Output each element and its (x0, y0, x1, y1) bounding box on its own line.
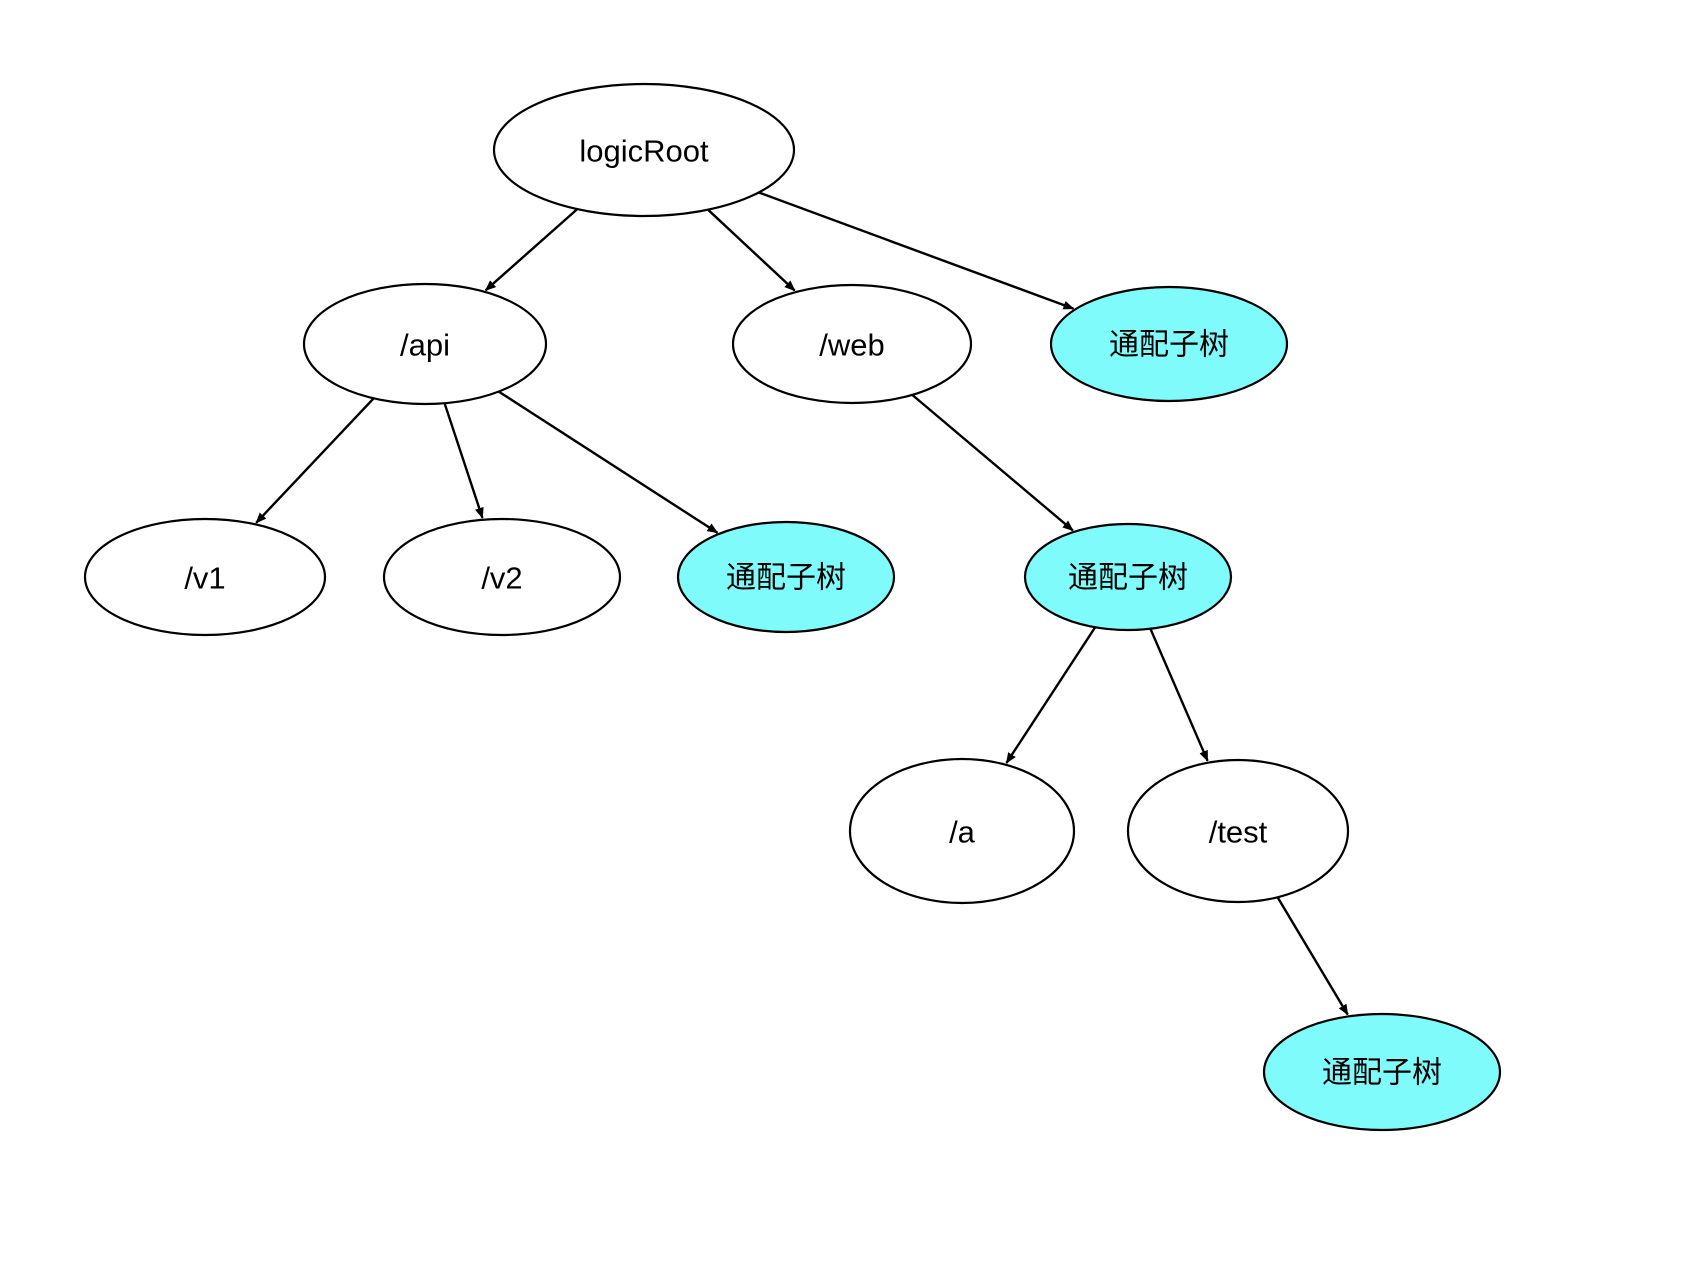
node-shape-v1[interactable] (83, 517, 327, 637)
edge-web_wild-to-a (1005, 626, 1097, 764)
node-label-v2: /v2 (481, 561, 522, 596)
edges-layer (255, 191, 1349, 1016)
edge-web_wild-to-test (1149, 628, 1209, 762)
node-a[interactable]: /a (848, 757, 1076, 905)
edge-root-to-root_wild (758, 191, 1075, 310)
node-web_wild[interactable]: 通配子树 (1023, 522, 1233, 632)
node-label-v1: /v1 (184, 561, 225, 596)
node-label-root_wild: 通配子树 (1109, 328, 1229, 363)
node-label-root: logicRoot (579, 134, 709, 169)
node-shape-api[interactable] (302, 282, 548, 406)
node-label-api_wild: 通配子树 (726, 561, 846, 596)
edge-api-to-api_wild (498, 390, 719, 534)
node-label-test_wild: 通配子树 (1322, 1056, 1442, 1091)
node-label-test: /test (1209, 815, 1268, 850)
node-label-api: /api (400, 328, 450, 363)
node-root[interactable]: logicRoot (492, 82, 796, 218)
node-api[interactable]: /api (302, 282, 548, 406)
edge-web-to-web_wild (911, 393, 1074, 532)
node-web[interactable]: /web (731, 283, 973, 405)
node-v1[interactable]: /v1 (83, 517, 327, 637)
edge-api-to-v2 (443, 402, 484, 519)
edge-api-to-v1 (255, 397, 375, 524)
node-shape-test[interactable] (1126, 758, 1350, 904)
edge-root-to-web (707, 208, 796, 292)
edge-root-to-api (484, 208, 579, 292)
node-api_wild[interactable]: 通配子树 (676, 520, 896, 634)
node-shape-root_wild[interactable] (1049, 285, 1289, 403)
node-label-web_wild: 通配子树 (1068, 561, 1188, 596)
node-v2[interactable]: /v2 (382, 517, 622, 637)
node-label-web: /web (819, 328, 884, 363)
node-shape-web[interactable] (731, 283, 973, 405)
node-shape-v2[interactable] (382, 517, 622, 637)
node-test[interactable]: /test (1126, 758, 1350, 904)
node-shape-a[interactable] (848, 757, 1076, 905)
node-root_wild[interactable]: 通配子树 (1049, 285, 1289, 403)
node-shape-api_wild[interactable] (676, 520, 896, 634)
node-label-a: /a (949, 815, 976, 850)
node-shape-test_wild[interactable] (1262, 1012, 1502, 1132)
edge-test-to-test_wild (1276, 896, 1349, 1016)
node-test_wild[interactable]: 通配子树 (1262, 1012, 1502, 1132)
node-shape-web_wild[interactable] (1023, 522, 1233, 632)
node-shape-root[interactable] (492, 82, 796, 218)
